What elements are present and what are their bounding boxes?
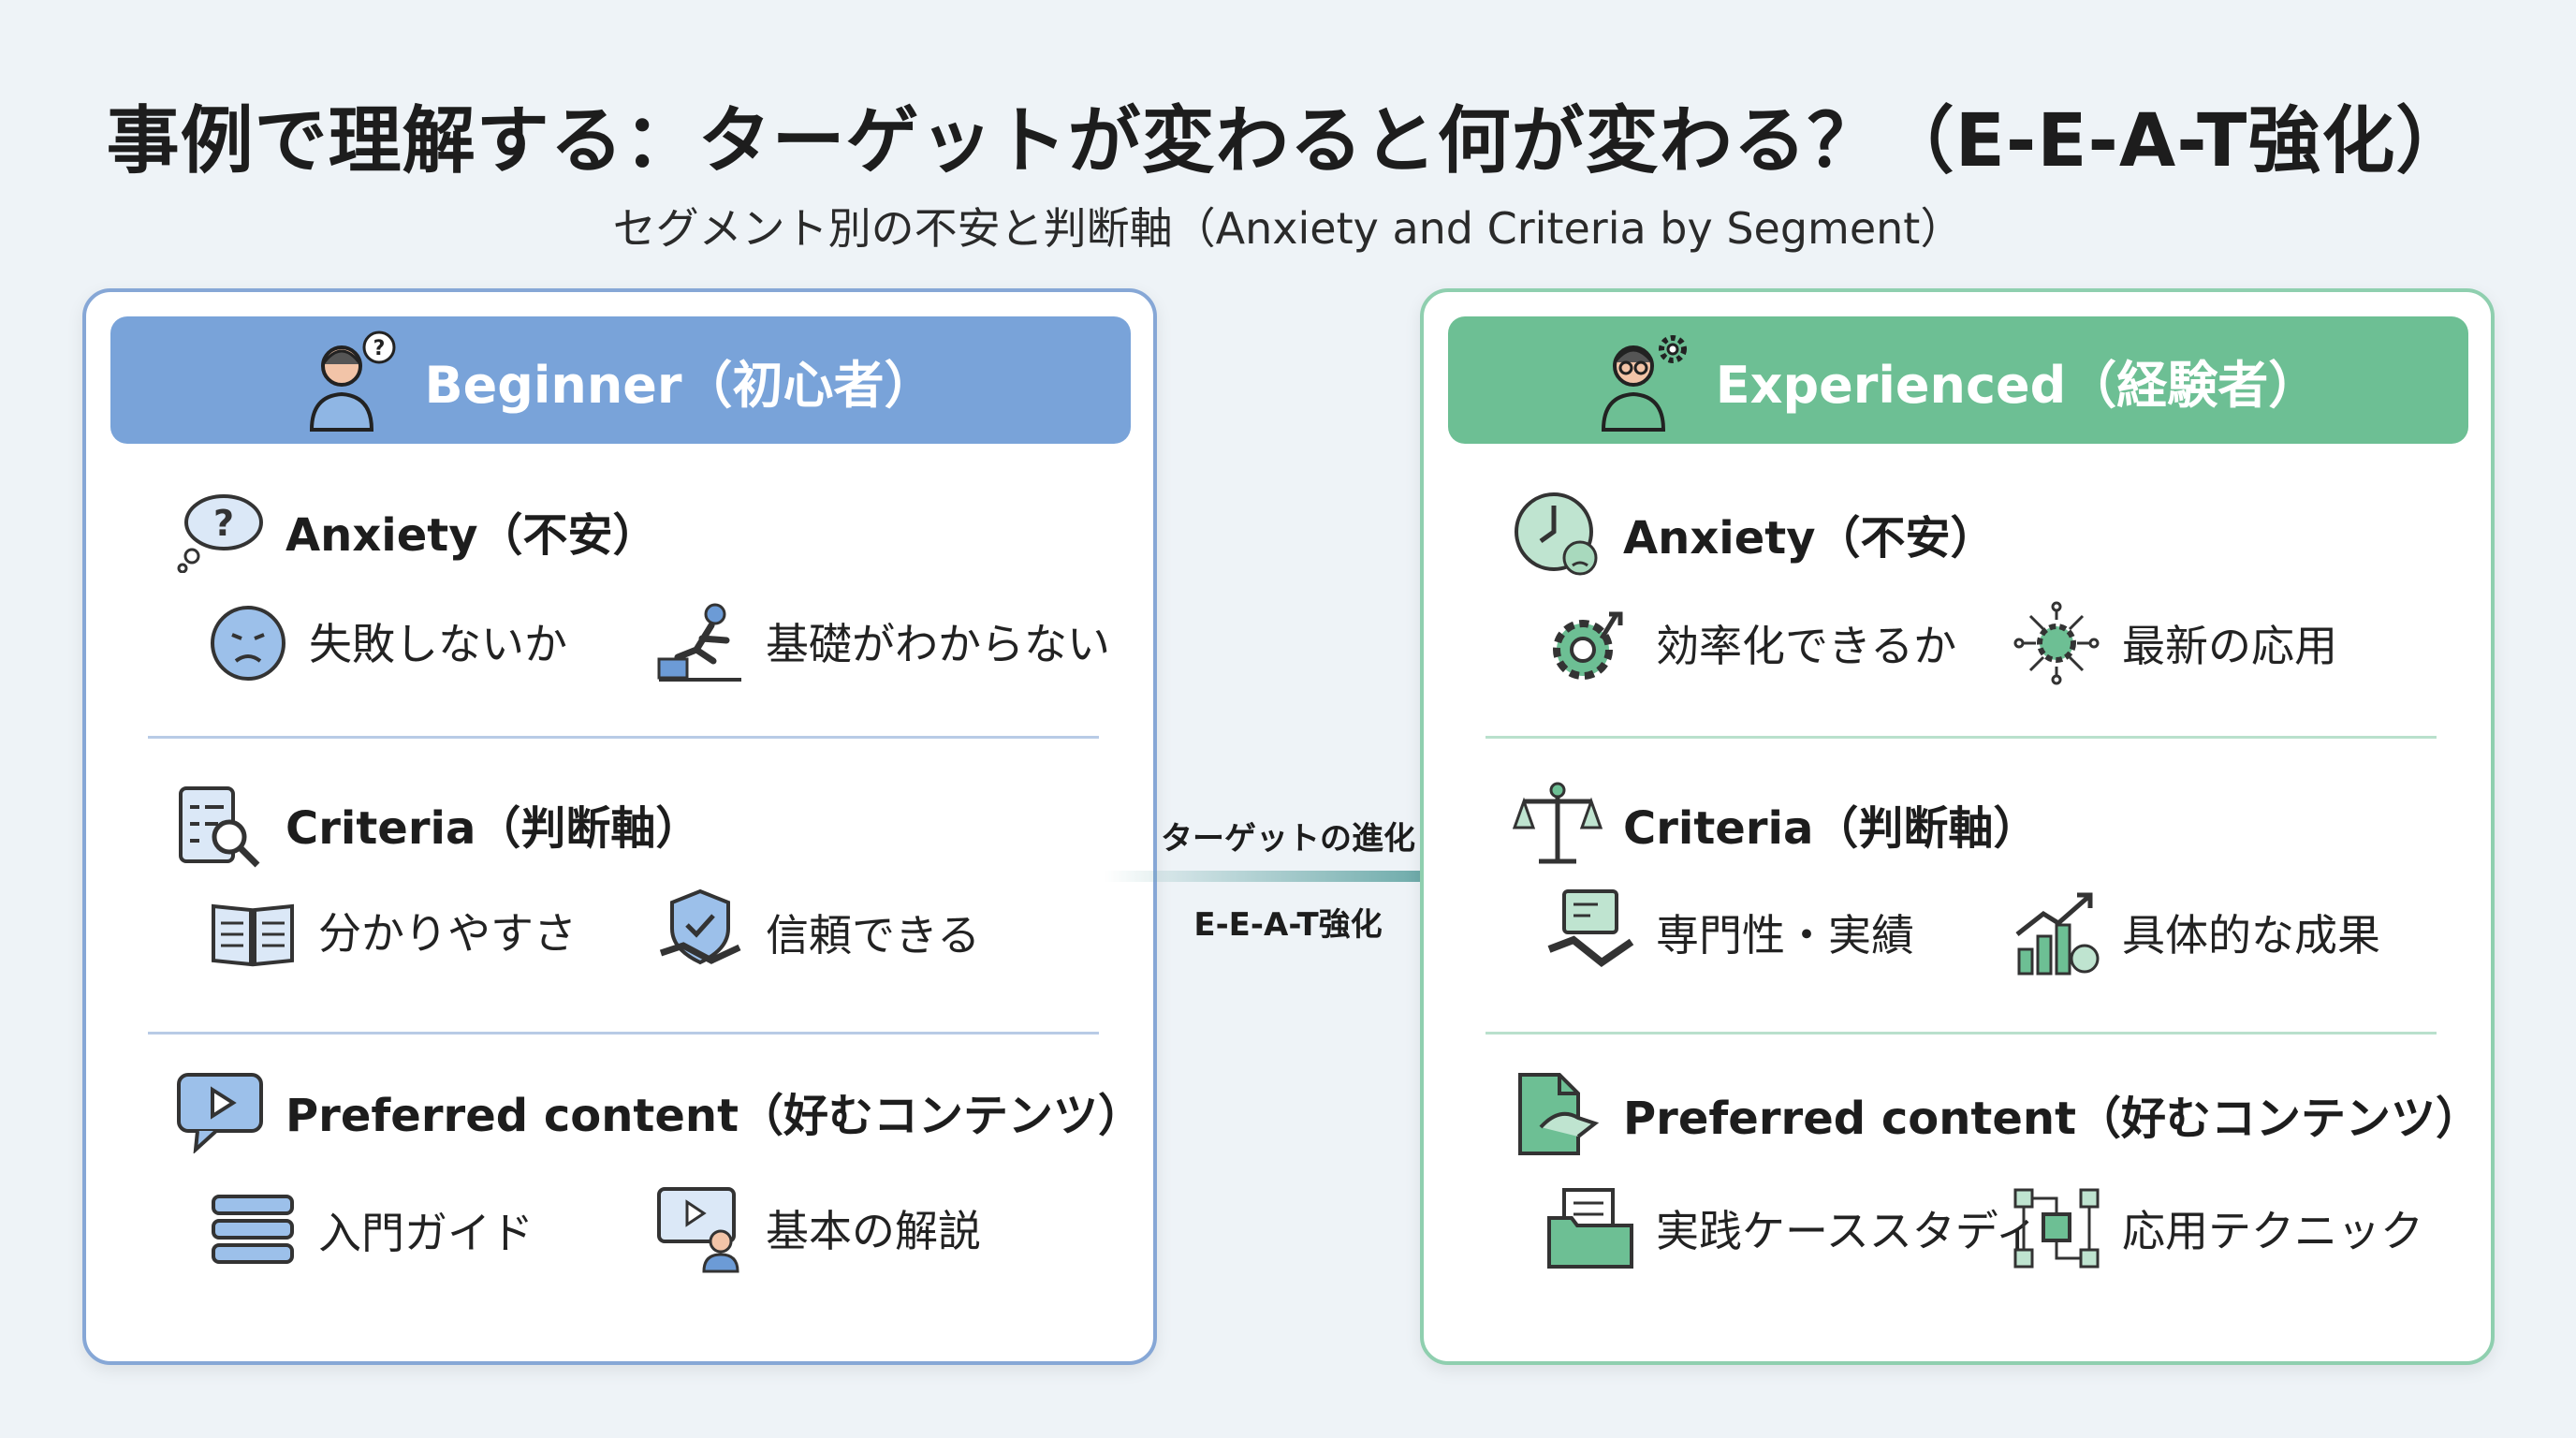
beginner-anxiety-heading: ? Anxiety（不安） [175, 489, 658, 573]
person-question-icon: ? [306, 329, 400, 432]
list-item: 信頼できる [655, 888, 980, 977]
svg-text:?: ? [213, 503, 234, 544]
beginner-criteria-heading: Criteria（判断軸） [175, 779, 700, 869]
open-book-icon [208, 893, 298, 968]
item-label: 応用テクニック [2122, 1206, 2423, 1256]
video-bubble-icon [175, 1069, 265, 1153]
shield-handshake-icon [655, 888, 745, 977]
list-item: 応用テクニック [2012, 1186, 2423, 1270]
thought-question-icon: ? [175, 489, 265, 573]
section-divider [1486, 736, 2437, 739]
person-gear-icon [1598, 329, 1691, 432]
document-arrow-icon [1513, 1069, 1603, 1159]
item-label: 最新の応用 [2122, 621, 2337, 671]
worried-face-icon [208, 601, 288, 682]
experienced-card: Experienced（経験者） Anxiety（不安） 効率化できるか 最新の… [1420, 288, 2495, 1365]
checklist-magnifier-icon [175, 779, 265, 869]
growth-chart-icon [2012, 888, 2101, 977]
list-item: 分かりやすさ [208, 893, 577, 968]
section-divider [1486, 1032, 2437, 1034]
network-gear-icon [2012, 601, 2101, 685]
experienced-header: Experienced（経験者） [1448, 316, 2468, 444]
item-label: 失敗しないか [309, 619, 567, 669]
beginner-preferred-heading: Preferred content（好むコンテンツ） [175, 1069, 1143, 1153]
svg-text:?: ? [373, 337, 386, 360]
list-item: 基礎がわからない [655, 601, 1110, 682]
section-divider [148, 736, 1099, 739]
item-label: 効率化できるか [1656, 621, 1957, 671]
video-lesson-icon [655, 1183, 745, 1273]
item-label: 実践ケーススタディ [1656, 1206, 2039, 1256]
page-subtitle: セグメント別の不安と判断軸（Anxiety and Criteria by Se… [612, 203, 1964, 254]
experienced-preferred-heading: Preferred content（好むコンテンツ） [1513, 1069, 2481, 1159]
list-item: 失敗しないか [208, 601, 567, 682]
section-heading-label: Anxiety（不安） [1623, 512, 1996, 565]
certificate-handshake-icon [1545, 888, 1635, 977]
item-label: 入門ガイド [318, 1208, 534, 1258]
beginner-header: ? Beginner（初心者） [110, 316, 1131, 444]
item-label: 信頼できる [766, 910, 981, 961]
arrow-bottom-label: E-E-A-T強化 [1193, 906, 1383, 944]
item-label: 専門性・実績 [1656, 910, 1914, 961]
clock-face-icon [1513, 489, 1603, 579]
experienced-header-label: Experienced（経験者） [1715, 355, 2320, 415]
item-label: 基礎がわからない [766, 619, 1110, 669]
workflow-icon [2012, 1186, 2101, 1270]
item-label: 分かりやすさ [318, 908, 577, 959]
list-item: 専門性・実績 [1545, 888, 1914, 977]
page-title: 事例で理解する：ターゲットが変わると何が変わる？（E-E-A-T強化） [106, 99, 2470, 183]
scales-icon [1513, 779, 1603, 869]
experienced-criteria-heading: Criteria（判断軸） [1513, 779, 2038, 869]
list-item: 最新の応用 [2012, 601, 2337, 685]
section-heading-label: Preferred content（好むコンテンツ） [1623, 1093, 2481, 1145]
section-divider [148, 1032, 1099, 1034]
beginner-card: ? Beginner（初心者） ? Anxiety（不安） 失敗しないか 基礎が… [82, 288, 1157, 1365]
folder-document-icon [1545, 1186, 1635, 1270]
section-heading-label: Preferred content（好むコンテンツ） [285, 1090, 1144, 1142]
experienced-anxiety-heading: Anxiety（不安） [1513, 489, 1996, 579]
section-heading-label: Criteria（判断軸） [285, 802, 701, 855]
section-heading-label: Anxiety（不安） [285, 509, 658, 562]
book-stack-icon [208, 1191, 298, 1269]
arrow-top-label: ターゲットの進化 [1161, 820, 1415, 858]
item-label: 基本の解説 [766, 1206, 981, 1256]
stumbling-person-icon [655, 601, 745, 682]
beginner-header-label: Beginner（初心者） [424, 355, 935, 415]
item-label: 具体的な成果 [2122, 910, 2380, 961]
list-item: 実践ケーススタディ [1545, 1186, 2038, 1270]
list-item: 具体的な成果 [2012, 888, 2380, 977]
section-heading-label: Criteria（判断軸） [1623, 802, 2039, 855]
gear-growth-icon [1545, 601, 1635, 685]
list-item: 入門ガイド [208, 1191, 534, 1269]
list-item: 基本の解説 [655, 1183, 981, 1273]
list-item: 効率化できるか [1545, 601, 1956, 685]
